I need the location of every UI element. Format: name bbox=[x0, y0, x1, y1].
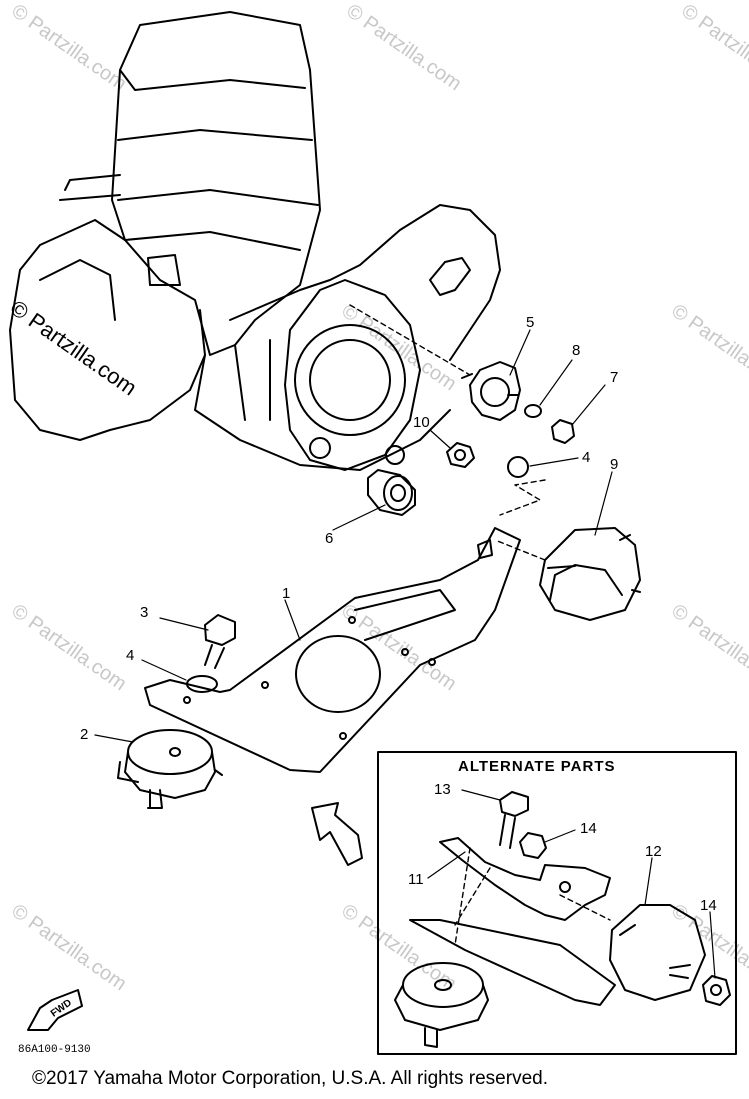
callout-leaders bbox=[94, 329, 716, 979]
engine-block bbox=[9, 11, 501, 471]
fwd-badge bbox=[27, 989, 83, 1031]
callout-1: 1 bbox=[282, 585, 291, 602]
part-1-bracket bbox=[144, 527, 521, 773]
part-5-damper bbox=[461, 361, 521, 421]
part-2-mount bbox=[117, 729, 223, 809]
part-8-washer bbox=[524, 404, 542, 418]
leader-lines bbox=[349, 304, 611, 946]
callout-2: 2 bbox=[80, 726, 89, 743]
callout-12: 12 bbox=[645, 843, 662, 860]
part-11-bracket bbox=[409, 837, 616, 1006]
callout-3: 3 bbox=[140, 604, 149, 621]
callout-14-right: 14 bbox=[700, 897, 717, 914]
part-9-mount bbox=[539, 527, 641, 621]
part-6-collar bbox=[367, 469, 416, 516]
alt-rubber-mount bbox=[394, 962, 489, 1048]
callout-13: 13 bbox=[434, 781, 451, 798]
part-3-bolt bbox=[204, 614, 236, 669]
diagram-code: 86A100-9130 bbox=[18, 1044, 91, 1056]
callout-4-right: 4 bbox=[582, 449, 591, 466]
part-10-nut bbox=[446, 442, 475, 468]
part-4-washer bbox=[507, 456, 529, 478]
callout-5: 5 bbox=[526, 314, 535, 331]
part-14-nut-top bbox=[519, 832, 547, 859]
callout-8: 8 bbox=[572, 342, 581, 359]
part-13-bolt bbox=[499, 791, 529, 849]
callout-14-top: 14 bbox=[580, 820, 597, 837]
alternate-parts-box bbox=[377, 751, 737, 1055]
part-14-nut-right bbox=[702, 975, 731, 1006]
part-12-mount bbox=[609, 904, 706, 1001]
callout-10: 10 bbox=[413, 414, 430, 431]
callout-7: 7 bbox=[610, 369, 619, 386]
fwd-direction-arrow bbox=[311, 802, 363, 866]
callout-4-left: 4 bbox=[126, 647, 135, 664]
callout-6: 6 bbox=[325, 530, 334, 547]
alternate-parts-title: ALTERNATE PARTS bbox=[458, 758, 616, 775]
callout-9: 9 bbox=[610, 456, 619, 473]
copyright-text: ©2017 Yamaha Motor Corporation, U.S.A. A… bbox=[32, 1068, 548, 1089]
callout-11: 11 bbox=[408, 871, 424, 888]
part-4-washer-left bbox=[186, 675, 218, 693]
part-7-nut bbox=[551, 419, 575, 444]
